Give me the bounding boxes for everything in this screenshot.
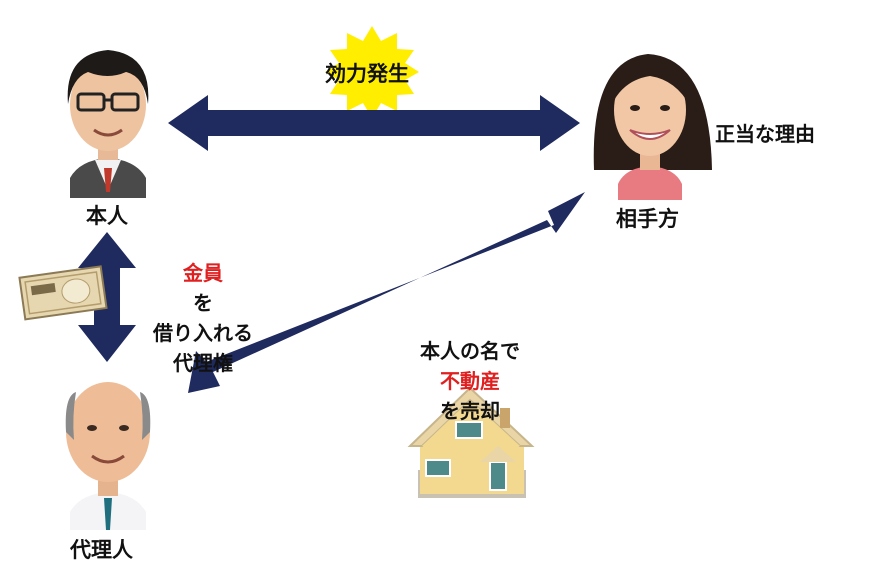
counterparty-label: 相手方 — [616, 207, 679, 231]
arrow-principal-counterparty — [168, 95, 580, 151]
arrow-principal-agent — [78, 232, 136, 362]
man-with-glasses-portrait — [67, 50, 149, 198]
principal-label: 本人 — [86, 204, 128, 228]
arrow-agent-counterparty — [188, 192, 585, 393]
effect-label: 効力発生 — [325, 62, 409, 86]
effect-burst — [325, 26, 419, 118]
sale-label: 本人の名で 不動産を売却 — [388, 336, 552, 426]
agent-label: 代理人 — [70, 538, 133, 562]
authority-text: 代理権 — [173, 351, 233, 375]
justified-reason-label: 正当な理由 — [715, 122, 815, 146]
banknote-icon — [18, 265, 108, 321]
woman-portrait — [593, 54, 712, 200]
real-estate-text: 不動産 — [440, 369, 500, 393]
borrow-text: 借り入れる — [153, 321, 253, 345]
sell-text: を売却 — [440, 399, 500, 423]
in-principal-name-text: 本人の名で — [420, 339, 520, 363]
authority-label: 金員を 借り入れる 代理権 — [138, 258, 268, 378]
bald-man-portrait — [65, 382, 151, 530]
particle-text: を — [193, 291, 213, 315]
house-icon — [407, 386, 535, 498]
money-text: 金員 — [183, 261, 223, 285]
